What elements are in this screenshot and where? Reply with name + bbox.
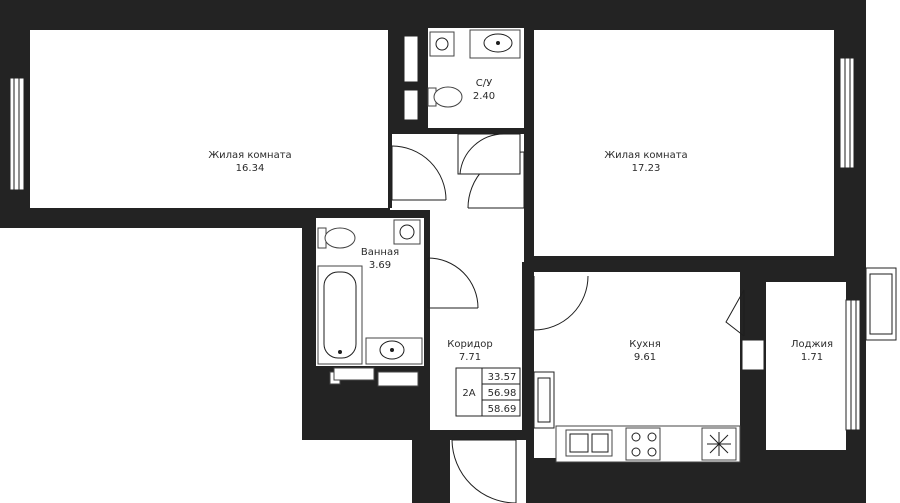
stove-icon [625, 427, 661, 461]
doors [391, 133, 765, 503]
bath-name: Ванная [361, 247, 399, 258]
living2-name: Жилая комната [604, 150, 687, 161]
living-area: 33.57 [488, 372, 517, 383]
corridor-name: Коридор [447, 339, 492, 350]
corridor-area: 7.71 [459, 352, 481, 363]
summary-box: 2А 33.57 56.98 58.69 [455, 367, 521, 417]
bath-sink-icon [365, 337, 423, 365]
total-area: 56.98 [488, 388, 517, 399]
balcony-frame [865, 267, 897, 341]
toilet-icon [427, 86, 463, 108]
kitchen-sink-icon [565, 429, 613, 457]
exterior-right [866, 0, 900, 503]
exterior-area [0, 228, 412, 503]
exterior-entrance [450, 440, 526, 503]
boiler-icon [393, 219, 421, 245]
bath-toilet-icon [317, 227, 356, 249]
living1-name: Жилая комната [208, 150, 291, 161]
fixtures [317, 29, 741, 463]
floor-loggia [766, 282, 846, 450]
wc-sink-icon [429, 31, 455, 57]
window-living1 [9, 77, 25, 191]
bathtub-icon [317, 265, 363, 365]
kitchen-name: Кухня [629, 339, 661, 350]
window-living2 [839, 57, 855, 169]
loggia-name: Лоджия [791, 339, 833, 350]
apartment-type: 2А [462, 388, 475, 399]
bath-area: 3.69 [369, 260, 391, 271]
windows [9, 35, 897, 431]
wc-name: С/У [476, 78, 492, 89]
kitchen-storage [533, 371, 555, 429]
loggia-area: 1.71 [801, 352, 823, 363]
room-labels: Жилая комната 16.34 С/У 2.40 Жилая комна… [208, 78, 833, 363]
wc-area: 2.40 [473, 91, 495, 102]
living1-area: 16.34 [236, 163, 265, 174]
fridge-icon [701, 427, 737, 461]
total-with-loggia: 58.69 [488, 404, 517, 415]
window-loggia [845, 299, 861, 431]
exterior-right-bottom [866, 455, 900, 503]
living2-area: 17.23 [632, 163, 661, 174]
kitchen-area: 9.61 [634, 352, 656, 363]
floor-living1 [30, 30, 388, 208]
floor-living2 [534, 30, 834, 256]
